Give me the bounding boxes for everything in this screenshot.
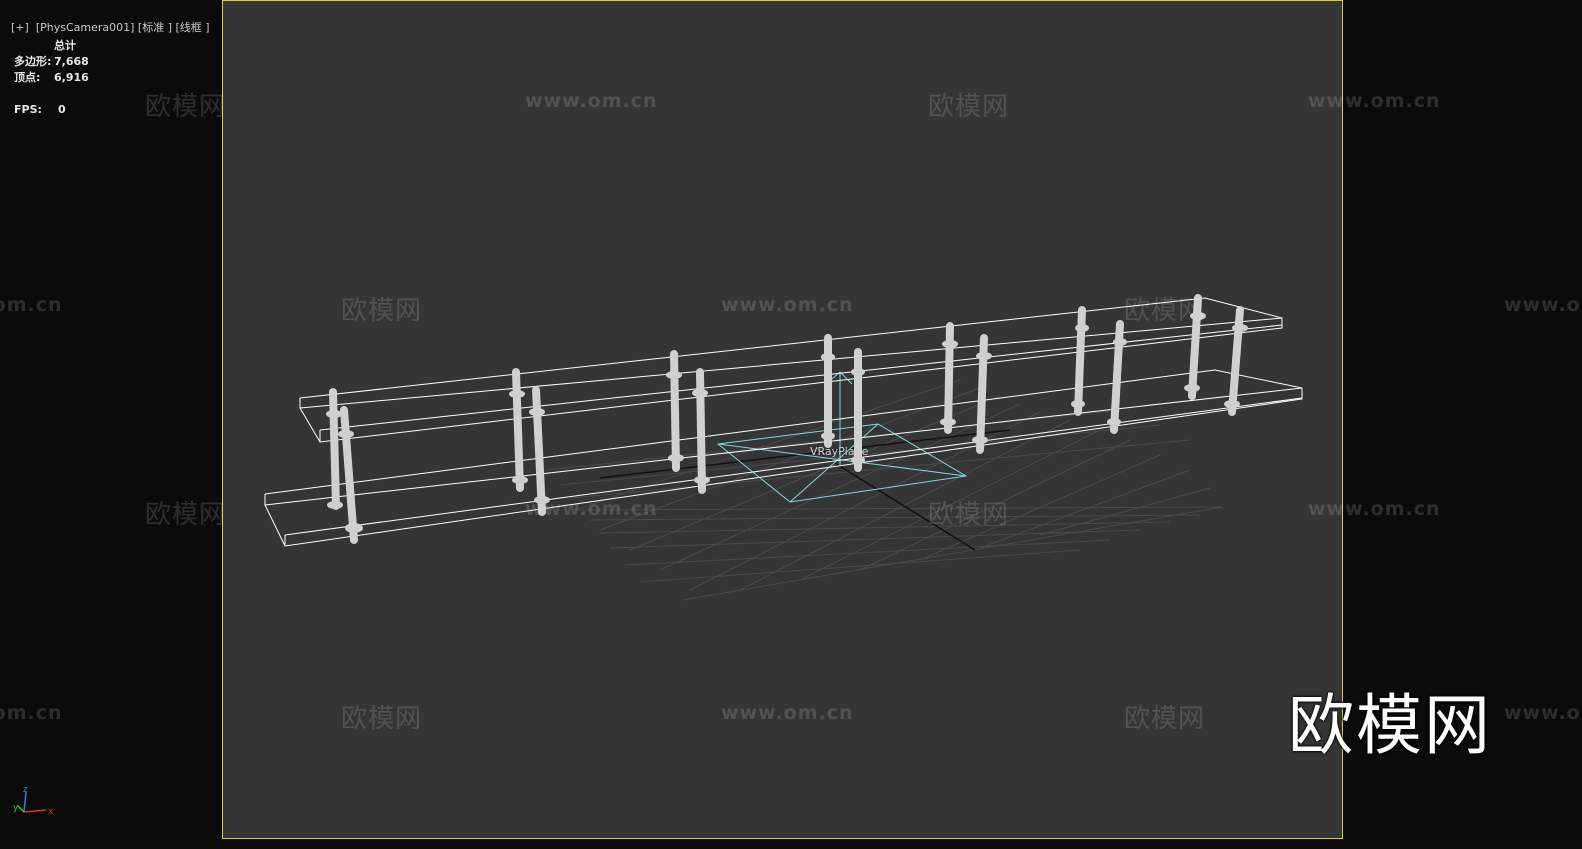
axis-x-label: x <box>48 807 54 817</box>
watermark-logo: 欧模网 <box>145 500 227 530</box>
watermark-url: www.om.cn <box>0 294 63 316</box>
watermark-url: www.om.cn <box>525 90 658 112</box>
watermark-big-logo: 欧模网 <box>1288 687 1492 764</box>
watermark-url: www.om.cn <box>1504 702 1582 724</box>
watermark-logo: 欧模网 <box>341 704 423 734</box>
vray-plane <box>716 371 968 503</box>
lower-rail <box>264 369 1303 547</box>
vertices-value: 6,916 <box>54 71 89 84</box>
post <box>329 388 340 510</box>
stats-header: 总计 <box>54 39 76 52</box>
fps-value: 0 <box>58 103 66 116</box>
polygons-value: 7,668 <box>54 55 89 68</box>
post <box>340 406 358 544</box>
watermark-url: www.om.cn <box>1504 294 1582 316</box>
camera-menu-button[interactable]: [PhysCamera001] <box>35 21 135 34</box>
watermark-logo: 欧模网 <box>1124 296 1206 326</box>
watermark-url: www.om.cn <box>1308 90 1441 112</box>
watermark-url: www.om.cn <box>0 702 63 724</box>
watermark-logo: 欧模网 <box>341 296 423 326</box>
fps-row: FPS: 0 <box>14 102 89 118</box>
shading-menu-button[interactable]: [标准 ] <box>137 21 172 34</box>
display-mode-button[interactable]: [线框 ] <box>175 21 210 34</box>
vertices-label: 顶点: <box>14 71 41 84</box>
camera-viewport[interactable] <box>222 0 1343 839</box>
fps-label: FPS: <box>14 103 42 116</box>
watermark-url: www.om.cn <box>721 294 854 316</box>
watermark-logo: 欧模网 <box>145 92 227 122</box>
watermark-logo: 欧模网 <box>1124 704 1206 734</box>
statistics-panel: 总计 多边形: 7,668 顶点: 6,916 FPS: 0 <box>14 38 89 118</box>
axis-tripod-icon: x y z <box>13 785 54 817</box>
vertices-row: 顶点: 6,916 <box>14 70 89 86</box>
polygons-label: 多边形: <box>14 55 52 68</box>
post-collars <box>326 312 1248 533</box>
watermark-url: www.om.cn <box>721 702 854 724</box>
viewport-menu-button[interactable]: [+] <box>11 21 29 34</box>
polygons-row: 多边形: 7,668 <box>14 54 89 70</box>
watermark-logo: 欧模网 <box>928 500 1010 530</box>
post <box>512 368 524 492</box>
watermark-url: www.om.cn <box>525 498 658 520</box>
watermark-logo: 欧模网 <box>928 92 1010 122</box>
home-grid <box>544 379 1223 601</box>
axis-z-label: z <box>23 785 28 795</box>
vray-plane-label: VRayPlane <box>810 445 869 458</box>
axis-y-label: y <box>13 803 19 813</box>
viewport-label: [+] [PhysCamera001] [标准 ] [线框 ] <box>4 6 210 35</box>
watermark-url: www.om.cn <box>1308 498 1441 520</box>
grid-axes <box>599 429 1011 551</box>
